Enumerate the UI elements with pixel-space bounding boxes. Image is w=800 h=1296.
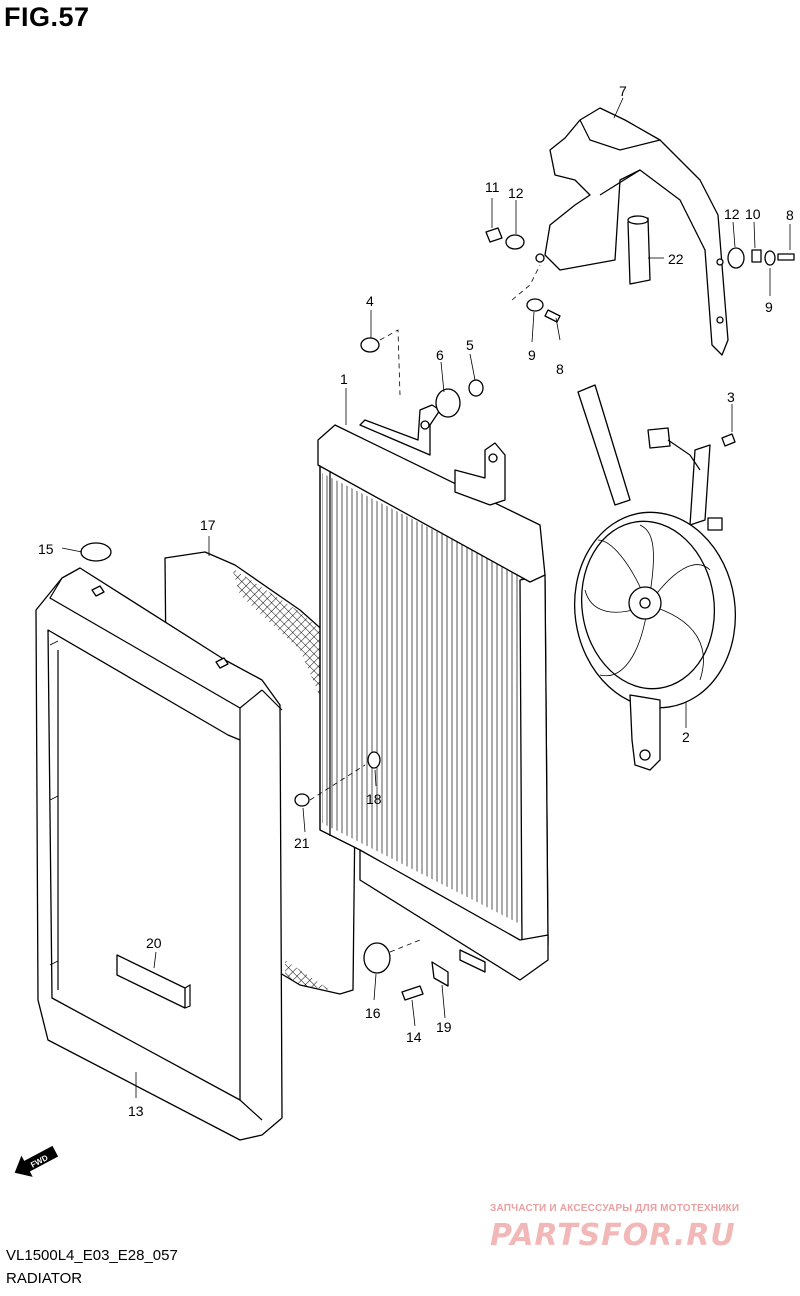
callout-7: 7 bbox=[619, 83, 627, 99]
leader-lines bbox=[61, 97, 791, 1098]
hardware-parts bbox=[80, 227, 795, 1001]
callout-10: 10 bbox=[745, 206, 761, 222]
callout-19: 19 bbox=[436, 1019, 452, 1035]
watermark-tagline: ЗАПЧАСТИ И АКСЕССУАРЫ ДЛЯ МОТОТЕХНИКИ bbox=[490, 1203, 740, 1214]
callout-14: 14 bbox=[406, 1029, 422, 1045]
callout-4: 4 bbox=[366, 293, 374, 309]
fan-shroud-part-7 bbox=[535, 107, 729, 356]
fwd-arrow-icon: FWD bbox=[14, 1145, 59, 1177]
callout-22: 22 bbox=[668, 251, 684, 267]
model-code: VL1500L4_E03_E28_057 bbox=[6, 1247, 178, 1264]
cooling-fan-part-2 bbox=[573, 384, 737, 771]
callout-13: 13 bbox=[128, 1103, 144, 1119]
callout-15: 15 bbox=[38, 541, 54, 557]
callout-12-right: 12 bbox=[724, 206, 740, 222]
callout-9-left: 9 bbox=[528, 347, 536, 363]
watermark-brand-logo: PARTSFOR.RU bbox=[490, 1218, 736, 1253]
callout-6: 6 bbox=[436, 347, 444, 363]
callout-20: 20 bbox=[146, 935, 162, 951]
callout-3: 3 bbox=[727, 389, 735, 405]
callout-18: 18 bbox=[366, 791, 382, 807]
callout-1: 1 bbox=[340, 371, 348, 387]
hose-part-22 bbox=[627, 215, 651, 285]
callout-8-right: 8 bbox=[786, 207, 794, 223]
figure-title: FIG.57 bbox=[4, 2, 90, 32]
callout-16: 16 bbox=[365, 1005, 381, 1021]
callout-labels: 1 2 3 4 5 6 7 8 8 9 9 10 11 12 12 13 14 … bbox=[38, 83, 794, 1119]
callout-8-left: 8 bbox=[556, 361, 564, 377]
callout-12-left: 12 bbox=[508, 185, 524, 201]
caution-label-part-20 bbox=[116, 954, 191, 1009]
radiator-core-part-1 bbox=[317, 404, 549, 981]
callout-5: 5 bbox=[466, 337, 474, 353]
callout-21: 21 bbox=[294, 835, 310, 851]
radiator-cover-part-13 bbox=[35, 567, 283, 1141]
callout-17: 17 bbox=[200, 517, 216, 533]
callout-9-right: 9 bbox=[765, 299, 773, 315]
callout-2: 2 bbox=[682, 729, 690, 745]
callout-11: 11 bbox=[485, 179, 500, 195]
section-name: RADIATOR bbox=[6, 1270, 83, 1287]
